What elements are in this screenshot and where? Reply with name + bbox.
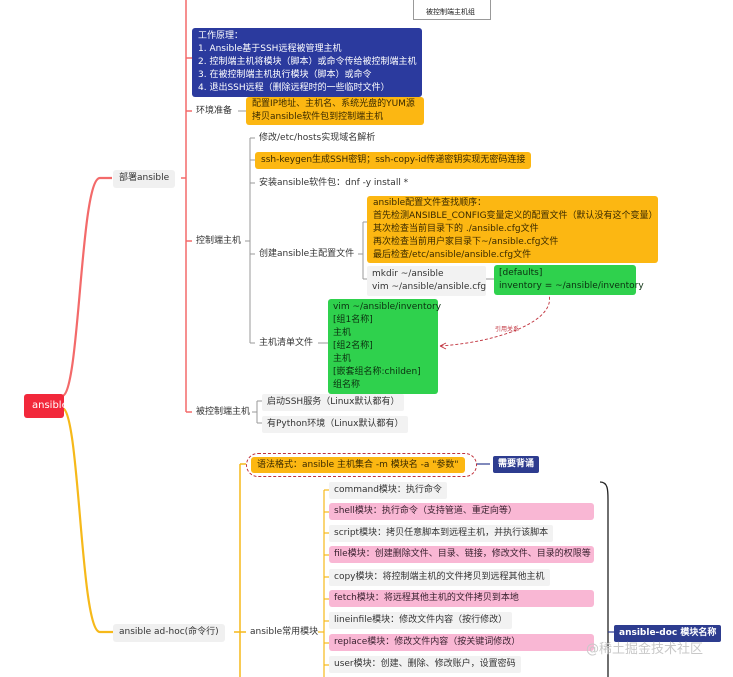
inventory-line: [组2名称] [333, 341, 373, 351]
module-item[interactable]: fetch模块：将远程其他主机的文件拷贝到本地 [329, 590, 594, 607]
inventory-node[interactable]: 主机清单文件 [259, 338, 314, 348]
install-item[interactable]: 安装ansible软件包：dnf -y install * [259, 178, 409, 188]
env-line: 拷贝ansible软件包到控制端主机 [252, 112, 384, 122]
module-item[interactable]: file模块：创建删除文件、目录、链接，修改文件、目录的权限等 [329, 546, 594, 563]
config-command-line: vim ~/ansible/ansible.cfg [372, 282, 487, 292]
principle-line: 2. 控制端主机将模块（脚本）或命令传给被控制端主机 [198, 57, 417, 67]
env-detail-node[interactable]: 配置IP地址、主机名、系统光盘的YUM源 拷贝ansible软件包到控制端主机 [246, 97, 424, 125]
module-item[interactable]: copy模块：将控制端主机的文件拷贝到远程其他主机 [329, 569, 550, 586]
root-node[interactable]: ansible 一 [24, 394, 81, 418]
image-caption: 被控制端主机组 [426, 8, 475, 16]
reference-label: 引用关系 [495, 326, 520, 333]
managed-host-node[interactable]: 被控制端主机 [196, 407, 251, 417]
managed-item-python[interactable]: 有Python环境（Linux默认都有） [262, 416, 409, 433]
hosts-item[interactable]: 修改/etc/hosts实现域名解析 [259, 133, 376, 143]
watermark: @稀土掘金技术社区 [586, 642, 704, 657]
cfg-line: inventory = ~/ansible/inventory [499, 281, 644, 291]
module-item[interactable]: shell模块：执行命令（支持管道、重定向等） [329, 503, 594, 520]
config-order-line: ansible配置文件查找顺序： [373, 198, 487, 208]
principle-node[interactable]: 工作原理： 1. Ansible基于SSH远程被管理主机 2. 控制端主机将模块… [192, 28, 422, 97]
managed-item-ssh[interactable]: 启动SSH服务（Linux默认都有） [262, 394, 405, 411]
cfg-line: [defaults] [499, 268, 543, 278]
inventory-line: 组名称 [333, 380, 361, 390]
inventory-line: 主机 [333, 328, 352, 338]
principle-line: 3. 在被控制端主机执行模块（脚本）或命令 [198, 70, 372, 80]
module-item[interactable]: replace模块：修改文件内容（按关键词修改） [329, 634, 594, 651]
principle-line: 工作原理： [198, 31, 244, 41]
architecture-image-frame: 被控制端主机组 [413, 0, 491, 20]
ssh-key-item[interactable]: ssh-keygen生成SSH密钥；ssh-copy-id传递密钥实现无密码连接 [255, 152, 532, 169]
config-order-line: 再次检查当前用户家目录下~/ansible.cfg文件 [373, 237, 559, 247]
config-order-line: 其次检查当前目录下的 ./ansible.cfg文件 [373, 224, 539, 234]
modules-node[interactable]: ansible常用模块 [250, 627, 319, 637]
inventory-line: vim ~/ansible/inventory [333, 302, 442, 312]
inventory-line: 主机 [333, 354, 352, 364]
config-order-line: 首先检测ANSIBLE_CONFIG变量定义的配置文件（默认没有这个变量） [373, 211, 658, 221]
inventory-line: [组1名称] [333, 315, 373, 325]
memorize-badge[interactable]: 需要背诵 [493, 456, 540, 473]
config-file-node[interactable]: 创建ansible主配置文件 [259, 249, 355, 259]
config-command-node[interactable]: mkdir ~/ansible vim ~/ansible/ansible.cf… [367, 266, 486, 296]
ansible-cfg-node[interactable]: [defaults] inventory = ~/ansible/invento… [494, 265, 644, 295]
principle-line: 1. Ansible基于SSH远程被管理主机 [198, 44, 342, 54]
config-order-node[interactable]: ansible配置文件查找顺序： 首先检测ANSIBLE_CONFIG变量定义的… [367, 196, 658, 263]
module-item[interactable]: lineinfile模块：修改文件内容（按行修改） [329, 612, 513, 629]
syntax-highlight-frame [246, 453, 477, 477]
ansible-doc-badge[interactable]: ansible-doc 模块名称 [614, 625, 722, 642]
inventory-detail-node[interactable]: vim ~/ansible/inventory [组1名称] 主机 [组2名称]… [328, 299, 442, 394]
principle-line: 4. 退出SSH远程（删除远程时的一些临时文件） [198, 83, 390, 93]
module-item[interactable]: user模块：创建、删除、修改账户，设置密码 [329, 656, 521, 673]
syntax-node[interactable]: 语法格式：ansible 主机集合 -m 模块名 -a "参数" [251, 457, 465, 473]
control-host-node[interactable]: 控制端主机 [196, 236, 242, 246]
adhoc-node[interactable]: ansible ad-hoc(命令行) [113, 624, 225, 642]
env-line: 配置IP地址、主机名、系统光盘的YUM源 [252, 99, 415, 109]
inventory-line: [嵌套组名称:childen] [333, 367, 421, 377]
module-item[interactable]: command模块：执行命令 [329, 482, 447, 499]
deploy-ansible-node[interactable]: 部署ansible [113, 170, 176, 188]
config-order-line: 最后检查/etc/ansible/ansible.cfg文件 [373, 250, 532, 260]
env-node[interactable]: 环境准备 [196, 106, 233, 116]
config-command-line: mkdir ~/ansible [372, 269, 444, 279]
module-item[interactable]: script模块：拷贝任意脚本到远程主机，并执行该脚本 [329, 525, 554, 542]
